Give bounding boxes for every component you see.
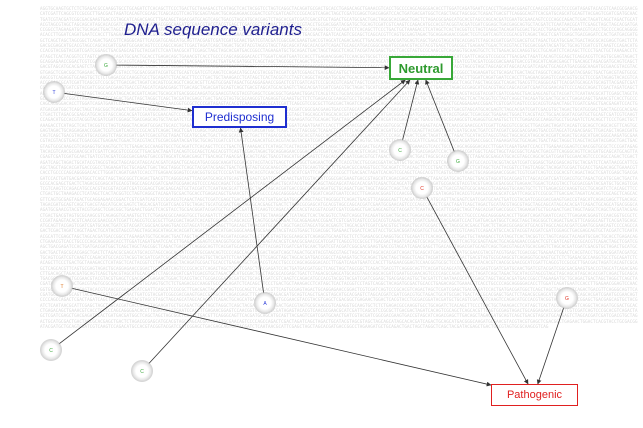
variant-base-label: C bbox=[398, 148, 402, 154]
predisposing-label: Predisposing bbox=[204, 110, 275, 124]
variant-node: C bbox=[40, 339, 62, 361]
arrow-to-neutral bbox=[402, 79, 420, 141]
variant-node-group: G T C G C T A G C C bbox=[40, 54, 578, 382]
variant-node: G bbox=[556, 287, 578, 309]
variant-node-halo bbox=[40, 339, 62, 361]
variant-base-label: A bbox=[263, 301, 267, 307]
variant-node: C bbox=[411, 177, 433, 199]
variant-node: A bbox=[254, 292, 276, 314]
variant-node-halo bbox=[95, 54, 117, 76]
variant-base-label: T bbox=[52, 90, 55, 96]
background-dna-sequence: AGGTGCAAGTGCTCTCTGAGACGCCAAGGTGCCTGCAGAT… bbox=[40, 6, 638, 329]
variant-base-label: C bbox=[420, 186, 424, 192]
neutral-label: Neutral bbox=[398, 60, 444, 76]
arrow-to-pathogenic bbox=[71, 287, 492, 387]
variant-base-label: C bbox=[140, 369, 144, 375]
arrow-to-predisposing bbox=[238, 127, 265, 294]
variant-node: T bbox=[43, 81, 65, 103]
variant-base-label: T bbox=[60, 284, 63, 290]
pathogenic-label: Pathogenic bbox=[506, 389, 563, 401]
arrow-to-pathogenic bbox=[426, 196, 529, 385]
variant-node-halo bbox=[411, 177, 433, 199]
variant-base-label: G bbox=[456, 159, 460, 165]
variant-base-label: G bbox=[104, 63, 108, 69]
variant-node: C bbox=[131, 360, 153, 382]
variant-node-halo bbox=[254, 292, 276, 314]
variant-node-halo bbox=[447, 150, 469, 172]
arrow-to-predisposing bbox=[63, 92, 193, 113]
predisposing-category-box: Predisposing bbox=[192, 106, 287, 128]
arrow-to-neutral bbox=[425, 79, 455, 152]
variant-node: C bbox=[389, 139, 411, 161]
arrow-to-neutral bbox=[148, 79, 411, 364]
arrow-to-neutral bbox=[115, 64, 390, 71]
variant-node-halo bbox=[389, 139, 411, 161]
variant-node: G bbox=[447, 150, 469, 172]
variant-node-halo bbox=[51, 275, 73, 297]
neutral-category-box: Neutral bbox=[389, 56, 453, 80]
variant-node: T bbox=[51, 275, 73, 297]
pathogenic-category-box: Pathogenic bbox=[491, 384, 578, 406]
arrow-to-pathogenic bbox=[536, 307, 565, 385]
variant-node-halo bbox=[131, 360, 153, 382]
variant-node-halo bbox=[556, 287, 578, 309]
diagram-title: DNA sequence variants bbox=[124, 20, 302, 39]
arrow-to-neutral bbox=[58, 79, 406, 345]
variant-base-label: G bbox=[565, 296, 569, 302]
arrow-group bbox=[58, 64, 565, 387]
variant-node-halo bbox=[43, 81, 65, 103]
variant-node: G bbox=[95, 54, 117, 76]
variant-base-label: C bbox=[49, 348, 53, 354]
